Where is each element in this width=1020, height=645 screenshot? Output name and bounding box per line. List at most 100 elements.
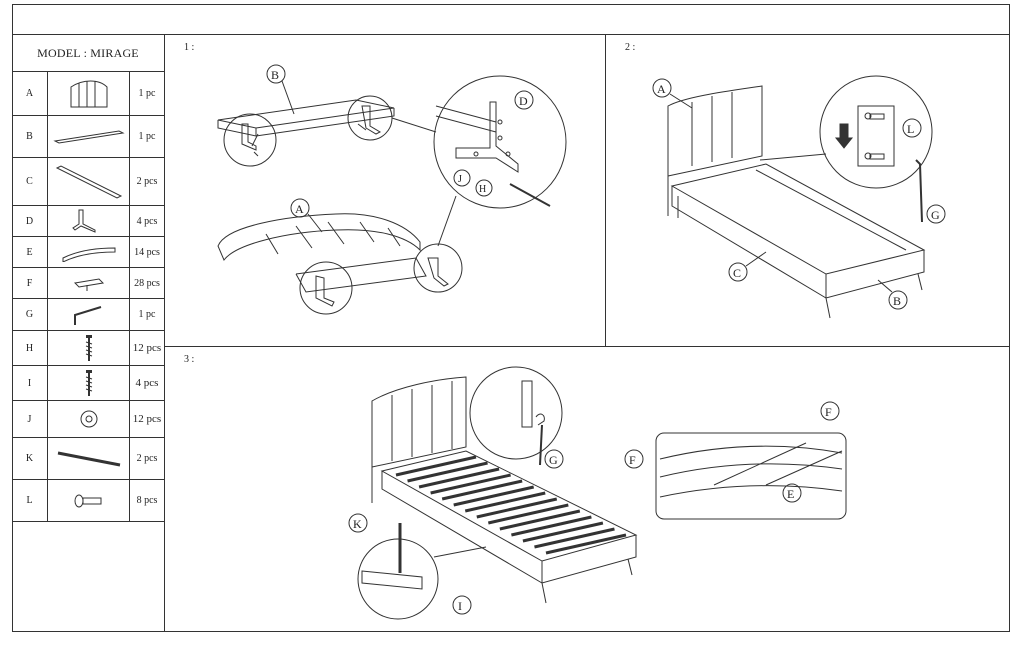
part-letter: D	[12, 206, 48, 236]
slat-line	[511, 515, 592, 537]
svg-text:L: L	[907, 122, 914, 136]
svg-text:B: B	[893, 294, 901, 308]
part-letter: L	[12, 480, 48, 521]
part-row-a: A 1 pc	[12, 71, 164, 116]
title-divider	[12, 34, 1010, 35]
svg-text:F: F	[825, 405, 832, 419]
svg-text:J: J	[458, 174, 462, 185]
part-letter: G	[12, 299, 48, 330]
bolt-icon	[48, 480, 130, 521]
slat-line	[395, 455, 477, 477]
allen-key-icon	[48, 299, 130, 330]
rail-b-drawing	[217, 99, 395, 137]
slat-line	[487, 503, 569, 525]
part-letter: B	[12, 116, 48, 157]
part-qty: 1 pc	[138, 131, 156, 142]
svg-text:B: B	[271, 68, 279, 82]
part-qty: 12 pcs	[132, 342, 162, 354]
page-frame	[12, 4, 1010, 632]
part-letter: A	[12, 71, 48, 115]
screw-icon	[48, 331, 130, 365]
part-qty: 28 pcs	[134, 277, 160, 289]
detail-circle-l	[819, 75, 933, 189]
headboard-step3	[371, 376, 467, 503]
washer-icon	[48, 401, 130, 437]
part-letter: E	[12, 237, 48, 267]
part-qty: 2 pcs	[136, 453, 158, 464]
step-2-label: 2 :	[625, 42, 636, 53]
slat-icon	[48, 237, 130, 267]
callout-b-step1	[266, 64, 286, 84]
step-2-diagram: A C B L G	[652, 75, 946, 319]
svg-text:K: K	[353, 517, 362, 531]
part-row-k: K 2 pcs	[12, 438, 164, 480]
svg-text:E: E	[787, 487, 794, 501]
slat-line	[476, 497, 558, 519]
part-row-i: I 4 pcs	[12, 366, 164, 401]
rail-b-icon	[48, 116, 130, 157]
step-1-diagram: B A D J H	[217, 64, 567, 315]
svg-text:C: C	[733, 266, 741, 280]
slat-line	[522, 521, 604, 543]
detail-circle-d	[433, 75, 567, 209]
slat-line	[499, 509, 581, 531]
part-letter: H	[12, 331, 48, 365]
part-row-g: G 1 pc	[12, 299, 164, 331]
svg-text:G: G	[549, 453, 558, 467]
slatted-frame-drawing	[380, 450, 638, 604]
part-row-c: C 2 pcs	[12, 158, 164, 206]
slat-line	[453, 485, 535, 507]
bed-frame-drawing	[670, 163, 926, 319]
part-row-f: F 28 pcs	[12, 268, 164, 299]
part-row-j: J 12 pcs	[12, 401, 164, 438]
slat-line	[545, 533, 627, 555]
leg-bracket-icon	[48, 206, 130, 236]
headboard-a-drawing	[217, 213, 427, 293]
step-3-label: 3 :	[184, 354, 195, 365]
side-rail-c-icon	[48, 158, 130, 205]
step-3-diagram: G K I F F E	[348, 366, 847, 620]
part-letter: I	[12, 366, 48, 400]
slat-detail-box	[655, 432, 847, 520]
part-qty: 4 pcs	[136, 215, 158, 227]
slat-line	[464, 491, 546, 513]
part-qty: 12 pcs	[132, 413, 162, 425]
step-1-label: 1 :	[184, 42, 195, 53]
panel-divider-vertical	[605, 35, 606, 346]
headboard-a-upright	[667, 85, 763, 218]
part-letter: J	[12, 401, 48, 437]
slat-line	[534, 527, 615, 549]
part-row-d: D 4 pcs	[12, 206, 164, 237]
part-letter: C	[12, 158, 48, 205]
callout-a-step1	[290, 198, 310, 218]
screw-icon	[48, 366, 130, 400]
slat-line	[430, 473, 511, 495]
model-label: MODEL : MIRAGE	[12, 35, 164, 72]
support-bar-icon	[48, 438, 130, 479]
part-row-h: H 12 pcs	[12, 331, 164, 366]
part-qty: 1 pc	[138, 87, 156, 99]
slat-line	[407, 461, 488, 483]
part-letter: K	[12, 438, 48, 479]
svg-text:H: H	[479, 184, 486, 195]
svg-text:D: D	[519, 94, 528, 108]
part-letter: F	[12, 268, 48, 298]
svg-text:A: A	[657, 82, 666, 96]
part-qty: 4 pcs	[135, 377, 159, 389]
part-qty: 8 pcs	[136, 495, 158, 506]
slat-holder-icon	[48, 268, 130, 298]
part-row-b: B 1 pc	[12, 116, 164, 158]
slats-group	[395, 455, 627, 555]
slat-line	[418, 467, 500, 489]
part-row-l: L 8 pcs	[12, 480, 164, 522]
panel-divider-horizontal	[165, 346, 1010, 347]
slat-line	[441, 479, 523, 501]
part-qty: 2 pcs	[136, 176, 158, 187]
svg-text:G: G	[931, 208, 940, 222]
svg-text:I: I	[458, 599, 462, 613]
svg-text:A: A	[295, 202, 304, 216]
svg-text:F: F	[629, 453, 636, 467]
part-qty: 1 pc	[138, 309, 156, 320]
